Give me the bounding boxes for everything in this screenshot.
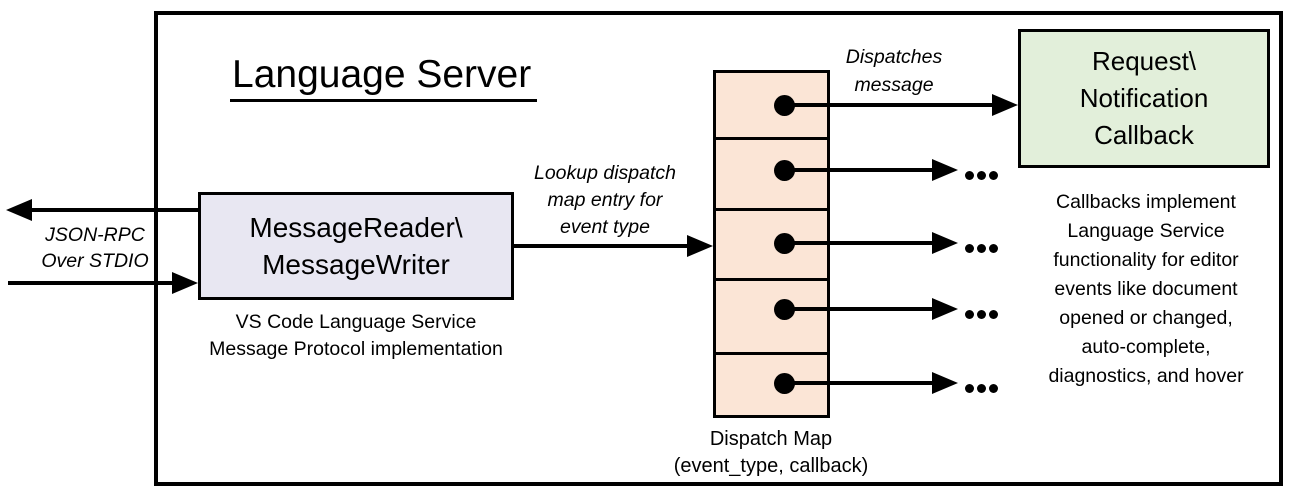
- dispatch-map-caption: Dispatch Map (event_type, callback): [646, 426, 896, 480]
- lookup-arrow-line: [513, 244, 689, 248]
- dispatch-cell-divider: [716, 352, 827, 355]
- callbacks-note-line: events like document: [1054, 278, 1238, 300]
- callbacks-note-line: Callbacks implement: [1056, 191, 1236, 213]
- json-rpc-label-line1: JSON-RPC: [45, 224, 145, 246]
- diagram-title: Language Server: [230, 52, 538, 102]
- dispatch-entry-dot-icon: [774, 233, 795, 254]
- dispatch-arrow-4-arrowhead-icon: [932, 298, 958, 320]
- dispatches-message-label: Dispatches message: [819, 43, 969, 99]
- message-reader-box: MessageReader\ MessageWriter: [198, 192, 514, 300]
- callbacks-note-line: diagnostics, and hover: [1048, 365, 1244, 387]
- dispatch-entry-dot-icon: [774, 95, 795, 116]
- dispatches-message-label-line2: message: [854, 74, 934, 96]
- callbacks-note-line: Language Service: [1067, 220, 1225, 242]
- language-server-boundary: [154, 11, 1283, 486]
- json-rpc-label-line2: Over STDIO: [41, 250, 149, 272]
- message-reader-caption-line1: VS Code Language Service: [235, 311, 477, 333]
- message-reader-label-line1: MessageReader\: [249, 212, 463, 243]
- callbacks-note: Callbacks implement Language Service fun…: [1018, 188, 1274, 391]
- dispatch-entry-dot-icon: [774, 373, 795, 394]
- dispatch-cell-divider: [716, 137, 827, 140]
- dispatch-cell-divider: [716, 278, 827, 281]
- dispatch-entry-dot-icon: [774, 160, 795, 181]
- dispatch-arrow-4-line: [785, 307, 934, 311]
- dispatch-arrow-5-line: [785, 381, 934, 385]
- dispatch-arrow-1-line: [785, 103, 994, 107]
- lookup-label-line1: Lookup dispatch: [533, 162, 677, 184]
- message-reader-label-line2: MessageWriter: [262, 249, 450, 280]
- callback-box-line2: Notification: [1079, 83, 1209, 113]
- lookup-label-line3: event type: [560, 216, 650, 238]
- stdio-out-arrowhead-icon: [6, 199, 32, 221]
- json-rpc-label: JSON-RPC Over STDIO: [20, 222, 170, 274]
- dispatch-map-caption-line2: (event_type, callback): [673, 455, 869, 477]
- callback-box-line1: Request\: [1091, 46, 1197, 76]
- lookup-arrowhead-icon: [687, 235, 713, 257]
- dispatch-arrow-3-line: [785, 241, 934, 245]
- dispatch-arrow-2-arrowhead-icon: [932, 159, 958, 181]
- stdio-out-arrow-line: [24, 208, 198, 212]
- stdio-in-arrowhead-icon: [172, 272, 198, 294]
- dispatch-arrow-1-arrowhead-icon: [992, 94, 1018, 116]
- callback-box: Request\ Notification Callback: [1018, 29, 1270, 168]
- callback-box-line3: Callback: [1094, 120, 1194, 150]
- lookup-label-line2: map entry for: [547, 189, 663, 211]
- message-reader-caption-line2: Message Protocol implementation: [209, 338, 503, 360]
- callbacks-note-line: functionality for editor: [1053, 249, 1239, 271]
- dispatch-entry-dot-icon: [774, 299, 795, 320]
- dispatch-map-caption-line1: Dispatch Map: [709, 428, 833, 450]
- dispatch-arrow-5-arrowhead-icon: [932, 372, 958, 394]
- dispatch-arrow-2-line: [785, 168, 934, 172]
- message-reader-caption: VS Code Language Service Message Protoco…: [166, 309, 546, 363]
- callbacks-note-line: opened or changed,: [1059, 307, 1233, 329]
- dispatches-message-label-line1: Dispatches: [845, 46, 943, 68]
- dispatch-cell-divider: [716, 208, 827, 211]
- callbacks-note-line: auto-complete,: [1081, 336, 1211, 358]
- dispatch-arrow-3-arrowhead-icon: [932, 232, 958, 254]
- stdio-in-arrow-line: [8, 281, 174, 285]
- lookup-label: Lookup dispatch map entry for event type: [500, 160, 710, 241]
